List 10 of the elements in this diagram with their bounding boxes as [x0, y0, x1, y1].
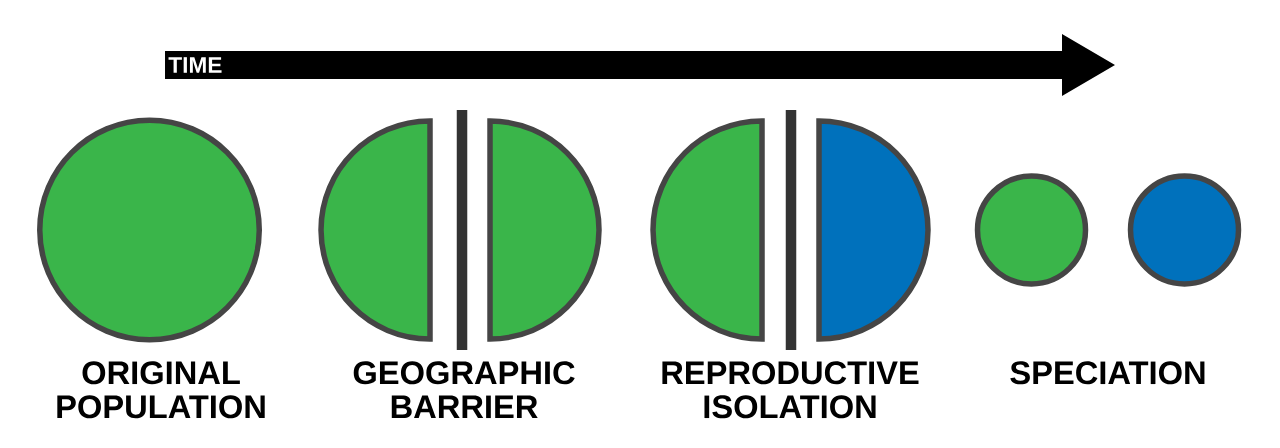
barrier-bar	[456, 110, 468, 350]
caption: GEOGRAPHIC BARRIER	[353, 361, 575, 419]
arrow-label: TIME	[168, 57, 222, 73]
caption: SPECIATION	[1010, 361, 1205, 385]
circle	[1127, 173, 1242, 287]
circle	[974, 173, 1089, 287]
caption: ORIGINAL POPULATION	[57, 361, 265, 419]
barrier-bar	[785, 110, 797, 350]
circle	[37, 117, 262, 343]
caption: REPRODUCTIVE ISOLATION	[662, 361, 919, 419]
